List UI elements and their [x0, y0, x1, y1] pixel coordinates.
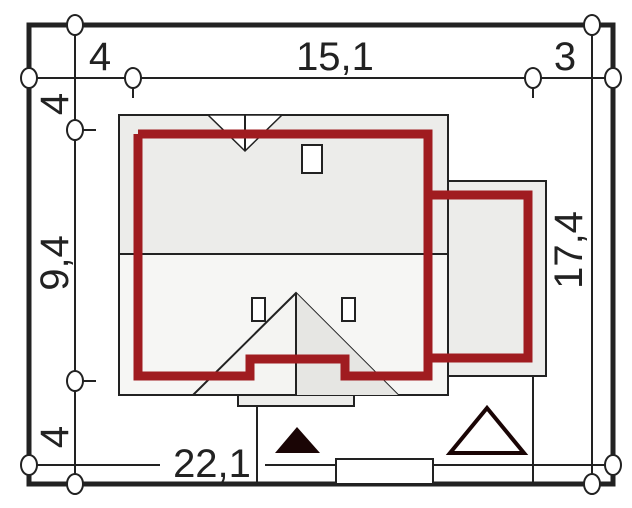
main-walls [133, 129, 433, 381]
porch-step [237, 394, 355, 407]
gate [335, 458, 434, 485]
house [118, 114, 547, 407]
plot-boundary [26, 22, 616, 487]
dim-top-right: 3 [554, 35, 576, 79]
dim-left-top: 4 [33, 93, 77, 115]
dim-left-bottom: 4 [33, 426, 77, 448]
dim-house-depth: 9,4 [33, 235, 77, 291]
gable-shade [296, 293, 398, 395]
entrance-triangle-icon [275, 427, 320, 453]
dim-plot-width: 22,1 [173, 442, 251, 486]
dimension-markers [20, 14, 622, 495]
chimney [251, 297, 266, 322]
dim-plot-depth: 17,4 [547, 211, 591, 289]
garage-entrance-triangle-icon [445, 404, 529, 455]
chimney [301, 144, 323, 174]
dimension-lines [29, 25, 613, 484]
dim-top-left: 4 [89, 35, 111, 79]
dim-house-width: 15,1 [296, 35, 374, 79]
chimney [341, 297, 356, 322]
garage-walls [432, 190, 533, 363]
